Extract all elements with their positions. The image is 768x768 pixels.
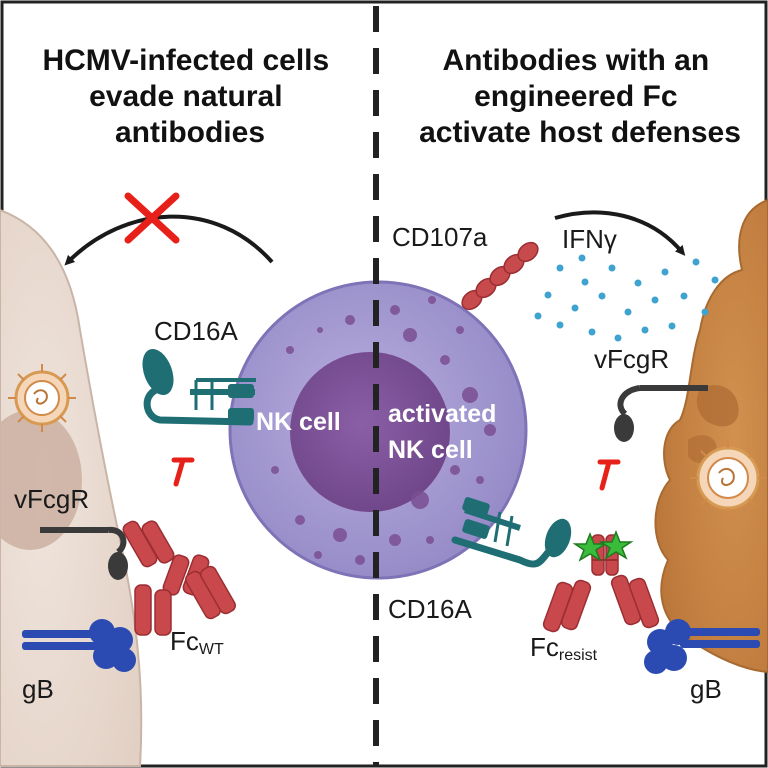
blocked-arrow <box>64 214 274 266</box>
release-arrow <box>554 210 686 256</box>
label-ifng: IFNγ <box>562 224 617 254</box>
inhibition-icon-left <box>171 457 195 487</box>
right-title: Antibodies with an engineered Fc activat… <box>419 44 741 149</box>
label-gb-left: gB <box>22 674 54 704</box>
right-host-cell <box>654 198 768 674</box>
label-vfcgr-left: vFcgR <box>14 484 89 514</box>
label-gb-right: gB <box>690 674 722 704</box>
label-nk-cell: NK cell <box>256 408 341 436</box>
label-cd107a: CD107a <box>392 222 488 252</box>
gb-glycoprotein-right <box>644 619 760 674</box>
nk-granules <box>271 296 496 565</box>
vfcgr-receptor-left <box>40 526 128 580</box>
label-fc-resist: Fcresist <box>530 632 598 664</box>
gb-glycoprotein-left <box>22 619 136 672</box>
right-cell-nucleus <box>696 385 739 427</box>
virus-particle-right <box>690 440 766 516</box>
label-vfcgr-right: vFcgR <box>594 344 669 374</box>
label-activated-nk-cell: activated NK cell <box>388 400 503 464</box>
red-x-icon <box>124 192 180 244</box>
engineered-fc-star-icons <box>572 529 634 562</box>
antibody-fc-wt <box>122 520 236 636</box>
cd107a-chain <box>461 241 539 311</box>
inhibition-icon-right <box>597 459 621 491</box>
cd16a-receptor-left <box>142 348 256 426</box>
cd16a-receptor-right <box>451 497 572 568</box>
left-cell-nucleus <box>0 410 82 550</box>
label-cd16a-right: CD16A <box>388 594 472 624</box>
virus-particle-left <box>8 364 76 432</box>
vfcgr-receptor-right <box>614 385 708 442</box>
ifng-secretion-dots <box>534 254 719 342</box>
label-cd16a-left: CD16A <box>154 316 238 346</box>
label-fc-wt: FcWT <box>170 626 224 658</box>
left-title: HCMV-infected cells evade natural antibo… <box>42 44 337 149</box>
